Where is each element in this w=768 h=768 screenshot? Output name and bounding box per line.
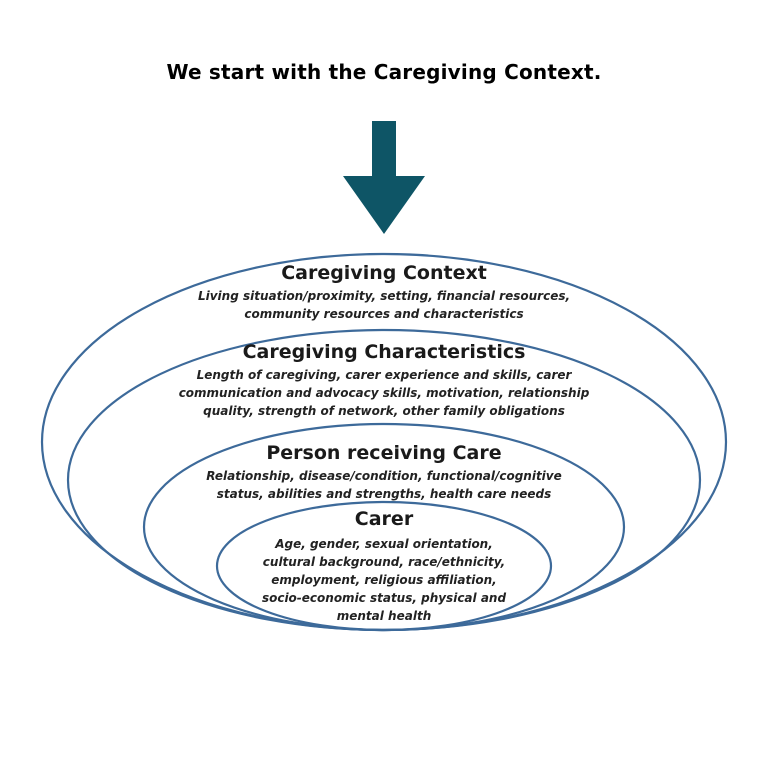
caregiving-characteristics-title: Caregiving Characteristics xyxy=(242,341,526,363)
person-receiving-care-title: Person receiving Care xyxy=(266,442,502,464)
down-arrow-icon xyxy=(343,121,425,234)
headline: We start with the Caregiving Context. xyxy=(166,60,602,84)
caregiving-characteristics-description: Length of caregiving, carer experience a… xyxy=(178,368,590,418)
caregiving-context-description: Living situation/proximity, setting, fin… xyxy=(197,289,571,321)
carer-title: Carer xyxy=(354,508,414,530)
caregiving-context-title: Caregiving Context xyxy=(281,262,487,284)
ellipse-carer xyxy=(215,500,553,632)
person-receiving-care-description: Relationship, disease/condition, functio… xyxy=(206,469,562,501)
carer-description: Age, gender, sexual orientation, cultura… xyxy=(261,537,507,623)
